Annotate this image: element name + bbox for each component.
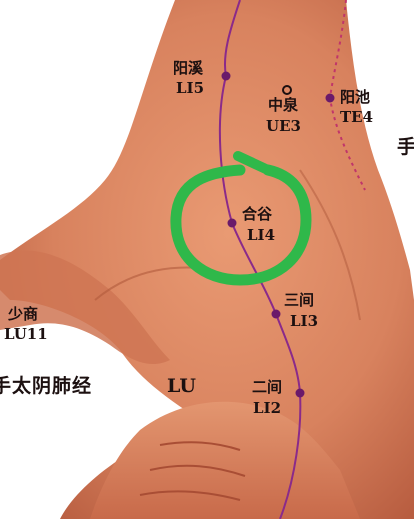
label-shaoshang-code: LU11 xyxy=(4,327,48,342)
label-yangchi-code: TE4 xyxy=(340,110,373,125)
label-shaoshang-chinese: 少商 xyxy=(8,307,38,322)
label-sanjian-chinese: 三间 xyxy=(284,293,314,308)
label-yangxi-chinese: 阳溪 xyxy=(173,61,203,76)
label-erjian-code: LI2 xyxy=(253,401,281,416)
label-zhongquan-chinese: 中泉 xyxy=(268,98,298,113)
label-yangchi-chinese: 阳池 xyxy=(340,90,370,105)
point-dot-te4 xyxy=(326,94,335,103)
label-zhongquan-code: UE3 xyxy=(266,119,301,134)
point-dot-li3 xyxy=(272,310,281,319)
point-dot-li4 xyxy=(228,219,237,228)
label-erjian-chinese: 二间 xyxy=(252,380,282,395)
point-dot-li5 xyxy=(222,72,231,81)
point-dot-li2 xyxy=(296,389,305,398)
label-hegu-code: LI4 xyxy=(247,228,275,243)
label-hegu-chinese: 合谷 xyxy=(242,207,272,222)
meridian-lu-chinese: 手太阴肺经 xyxy=(0,377,92,396)
label-yangxi-code: LI5 xyxy=(176,81,204,96)
label-sanjian-code: LI3 xyxy=(290,314,318,329)
meridian-lu-code: LU xyxy=(167,377,196,396)
edge-text: 手 xyxy=(397,138,414,157)
